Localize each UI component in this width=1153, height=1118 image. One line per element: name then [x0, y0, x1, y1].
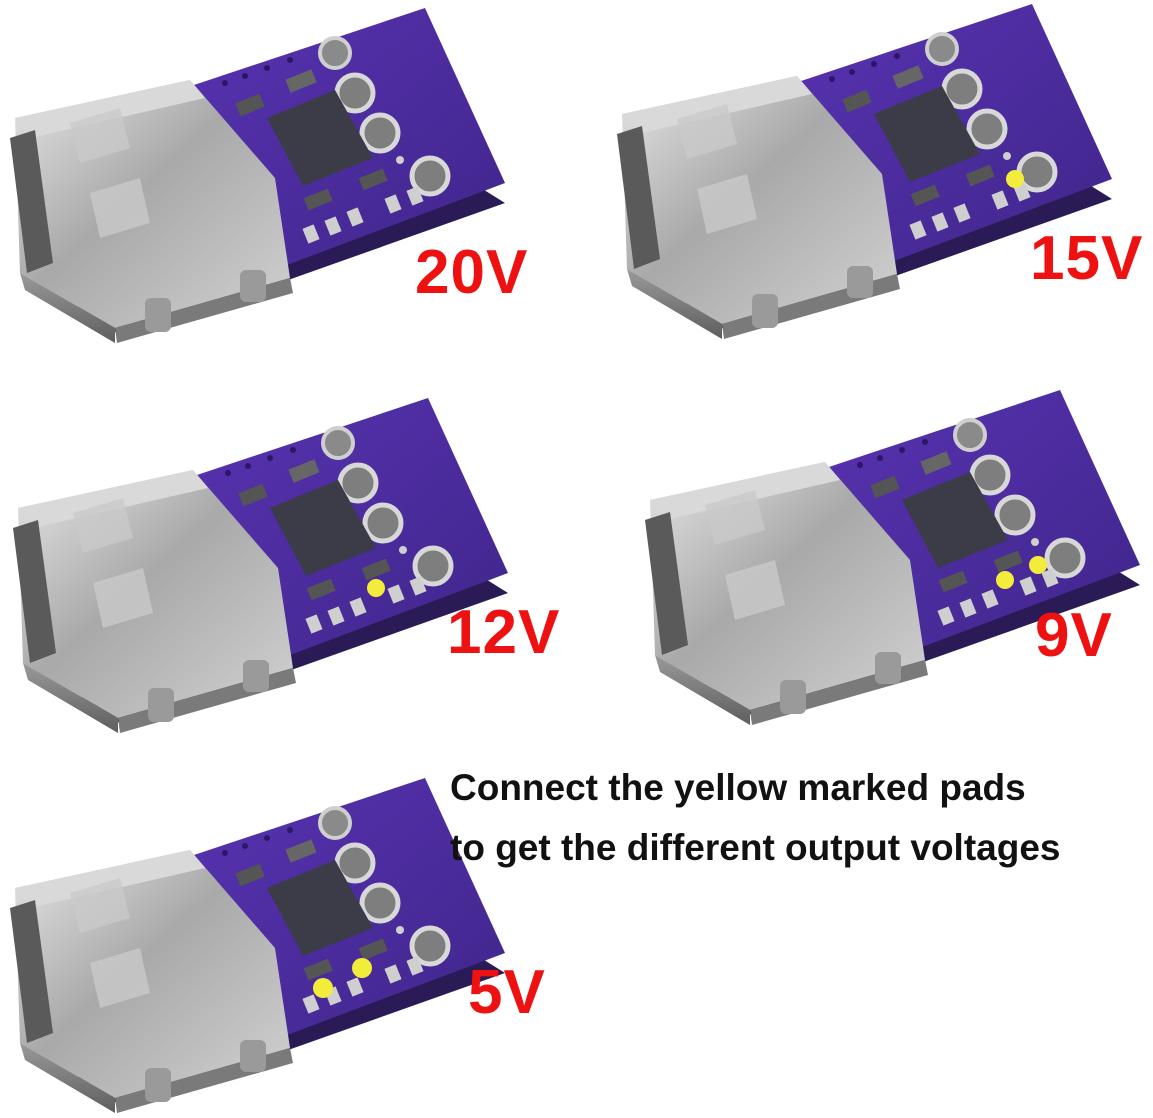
module-illustration	[640, 390, 1140, 730]
yellow-pad-marker	[1029, 556, 1047, 574]
yellow-pad-marker	[996, 571, 1014, 589]
voltage-label-20v: 20V	[415, 238, 529, 307]
pd-trigger-module-5v	[5, 778, 505, 1118]
yellow-pad-marker	[352, 958, 372, 978]
yellow-pad-marker	[367, 579, 385, 597]
yellow-pad-marker	[313, 978, 333, 998]
module-illustration	[8, 398, 508, 738]
caption-line-2: to get the different output voltages	[450, 827, 1061, 868]
yellow-pad-marker	[1006, 170, 1024, 188]
voltage-label-15v: 15V	[1030, 224, 1144, 293]
pd-trigger-module-12v	[8, 398, 508, 738]
pd-trigger-module-9v	[640, 390, 1140, 730]
voltage-label-5v: 5V	[468, 958, 546, 1027]
module-illustration	[5, 778, 505, 1118]
pd-trigger-module-15v	[612, 4, 1112, 344]
caption: Connect the yellow marked pads to get th…	[450, 758, 1150, 878]
caption-line-1: Connect the yellow marked pads	[450, 767, 1026, 808]
module-illustration	[612, 4, 1112, 344]
voltage-label-9v: 9V	[1035, 601, 1113, 670]
voltage-label-12v: 12V	[447, 598, 561, 667]
